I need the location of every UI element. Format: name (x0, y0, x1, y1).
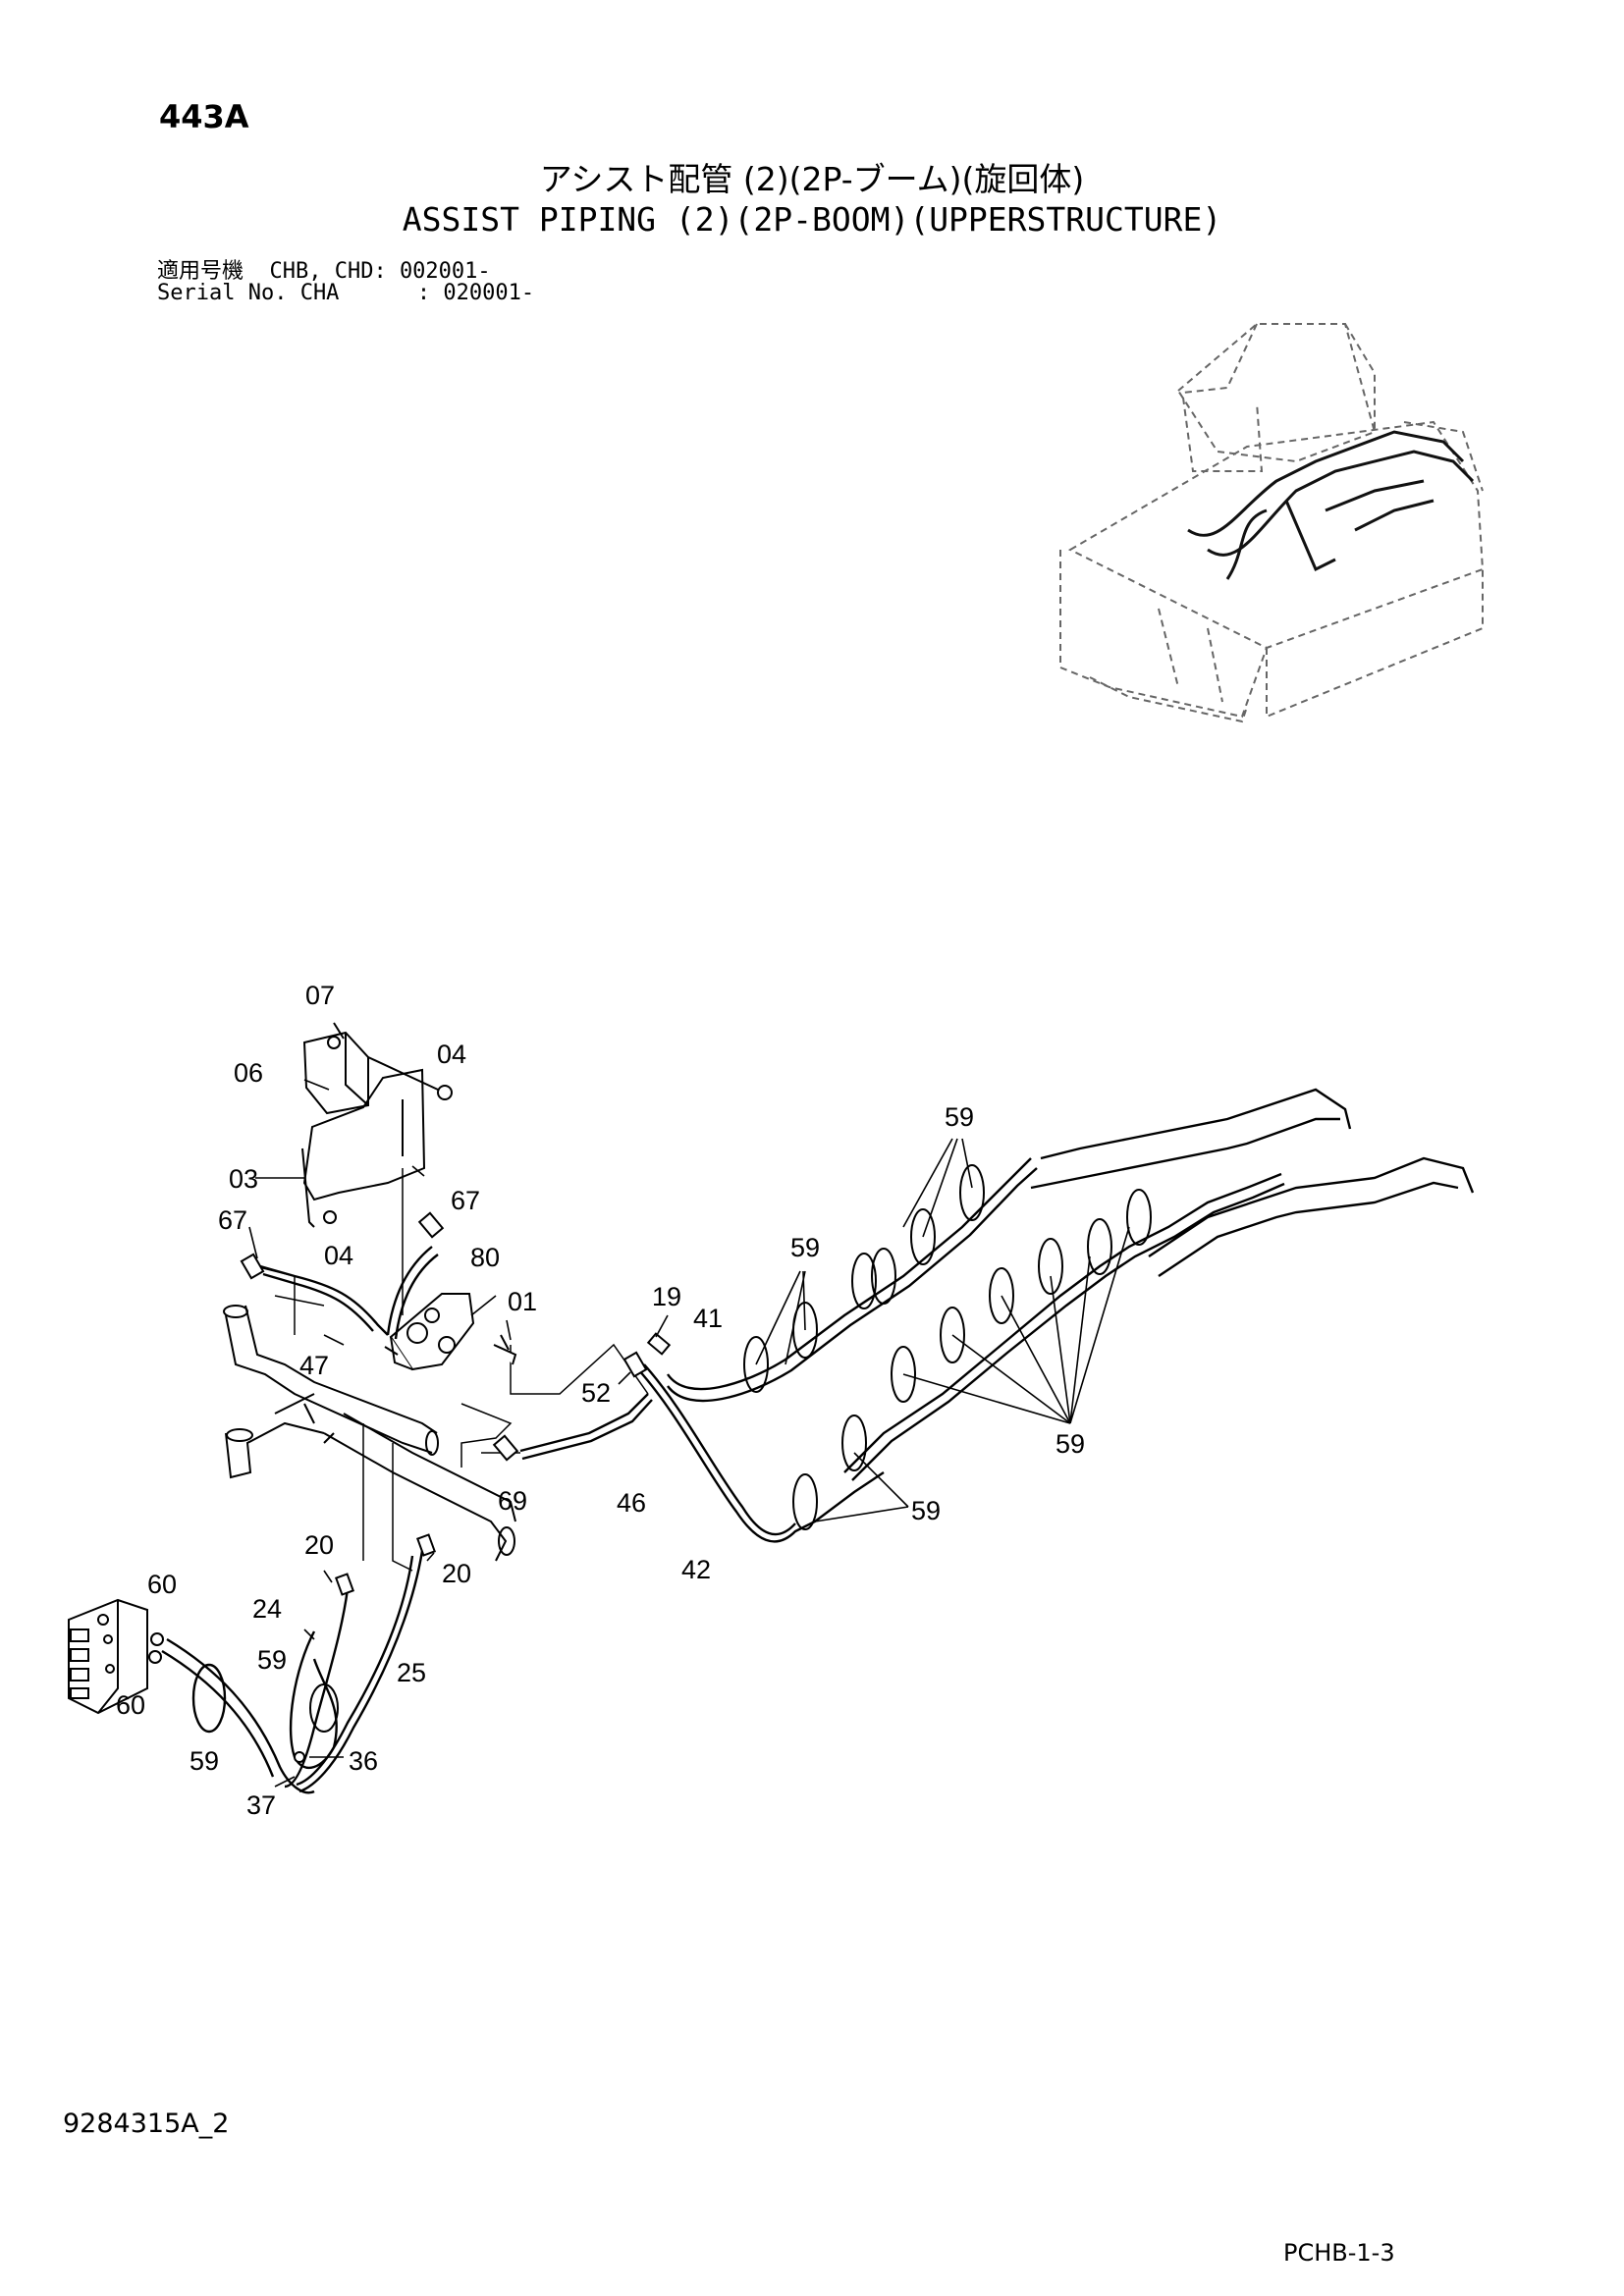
serial-applicability-line-1: 適用号機 CHB, CHD: 002001- (157, 259, 491, 284)
callout-41: 41 (693, 1304, 723, 1333)
title-english: ASSIST PIPING (2)(2P-BOOM)(UPPERSTRUCTUR… (402, 200, 1222, 239)
callout-03: 03 (229, 1164, 258, 1194)
callout-59-mid: 59 (790, 1233, 820, 1262)
machine-overview-sketch (1059, 323, 1485, 723)
callout-20-right: 20 (442, 1559, 471, 1588)
callout-59-lower-left-b: 59 (189, 1746, 219, 1776)
callout-42: 42 (681, 1555, 711, 1584)
callout-59-lower-left-a: 59 (257, 1645, 287, 1675)
fittings (148, 1211, 672, 1763)
valve-block (384, 1293, 517, 1371)
callout-36: 36 (349, 1746, 378, 1776)
machine-overview-piping (1187, 430, 1475, 580)
callout-59-top: 59 (945, 1102, 974, 1132)
callout-24: 24 (252, 1594, 282, 1624)
control-valve (68, 1598, 148, 1715)
callout-04-bottom: 04 (324, 1241, 353, 1270)
document-id: 9284315A_2 (63, 2109, 230, 2139)
callout-46: 46 (617, 1488, 646, 1518)
clamp-loops (309, 1164, 1152, 1733)
callout-67-left: 67 (218, 1205, 247, 1235)
callout-01: 01 (508, 1287, 537, 1316)
callout-06: 06 (234, 1058, 263, 1088)
callout-leader-lines (248, 1079, 1130, 1788)
callout-60-top: 60 (147, 1570, 177, 1599)
callout-20-left: 20 (304, 1530, 334, 1560)
page-number: 443A (159, 98, 249, 135)
callout-59-right: 59 (1056, 1429, 1085, 1459)
part-callouts: 07 06 04 03 67 67 04 80 01 19 41 52 47 6… (116, 981, 1085, 1820)
callout-04-top: 04 (437, 1040, 466, 1069)
callout-67-right: 67 (451, 1186, 480, 1215)
callout-25: 25 (397, 1658, 426, 1687)
callout-47: 47 (299, 1351, 329, 1380)
hoses (161, 1088, 1475, 1794)
callout-80: 80 (470, 1243, 500, 1272)
callout-69: 69 (498, 1486, 527, 1516)
callout-37: 37 (246, 1790, 276, 1820)
title-japanese: アシスト配管 (2)(2P-ブーム)(旋回体) (539, 160, 1085, 198)
callout-59-lower: 59 (911, 1496, 941, 1525)
page-code: PCHB-1-3 (1283, 2239, 1395, 2267)
serial-applicability-line-2: Serial No. CHA : 020001- (157, 281, 535, 305)
callout-07: 07 (305, 981, 335, 1010)
callout-52: 52 (581, 1378, 611, 1408)
mounting-tubes (223, 1305, 516, 1562)
callout-60-bottom: 60 (116, 1690, 145, 1720)
callout-19: 19 (652, 1282, 681, 1311)
bracket-assembly (301, 1022, 453, 1228)
